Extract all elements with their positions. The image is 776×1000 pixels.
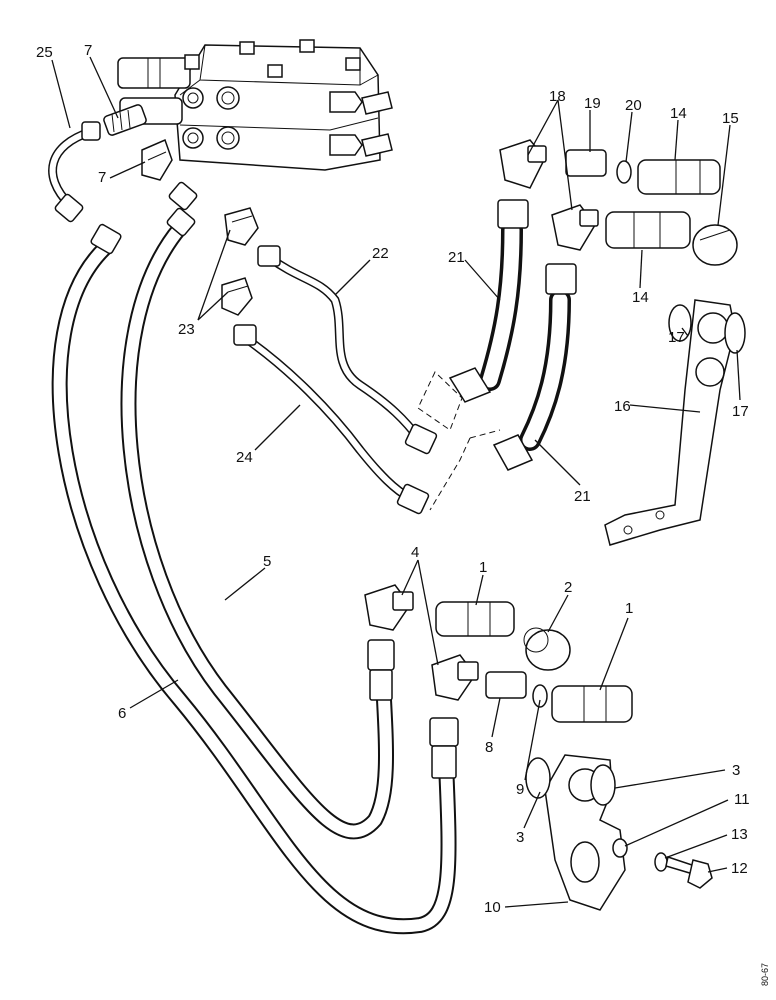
dust-cap-2 xyxy=(523,627,571,671)
leader-lines xyxy=(51,56,741,908)
coupler-1-upper xyxy=(435,601,515,637)
seal-17-right xyxy=(724,312,746,354)
coupler-14-upper xyxy=(637,159,721,195)
label-7-upper: 7 xyxy=(84,42,92,59)
coupler-14-lower xyxy=(605,211,691,249)
adapter-8 xyxy=(485,671,527,699)
elbow-18-upper xyxy=(499,139,547,189)
label-23: 23 xyxy=(178,321,195,338)
washer-11 xyxy=(612,838,628,858)
label-9: 9 xyxy=(516,781,524,798)
elbow-4-upper xyxy=(364,584,414,631)
seal-3-right xyxy=(590,764,616,806)
seal-9 xyxy=(532,684,548,708)
elbow-7-upper xyxy=(103,104,147,136)
pipe-22 xyxy=(257,245,438,455)
elbow-23-upper xyxy=(224,207,259,246)
label-17-right: 17 xyxy=(732,403,749,420)
label-16: 16 xyxy=(614,398,631,415)
label-11: 11 xyxy=(734,791,750,808)
elbow-23-lower xyxy=(221,277,253,316)
washer-13 xyxy=(654,852,668,872)
elbow-18-lower xyxy=(551,204,599,251)
label-4: 4 xyxy=(411,544,419,561)
label-18: 18 xyxy=(549,88,566,105)
label-13: 13 xyxy=(731,826,748,843)
adapter-19 xyxy=(565,149,607,177)
elbow-7-lower xyxy=(141,138,173,181)
label-15: 15 xyxy=(722,110,739,127)
drawing-code: 80-67 xyxy=(760,963,770,986)
label-25: 25 xyxy=(36,44,53,61)
seal-3-left xyxy=(525,757,551,799)
label-8: 8 xyxy=(485,739,493,756)
bolt-12 xyxy=(665,856,713,889)
hose-21-right xyxy=(492,263,577,471)
label-20: 20 xyxy=(625,97,642,114)
label-19: 19 xyxy=(584,95,601,112)
label-2: 2 xyxy=(564,579,572,596)
label-22: 22 xyxy=(372,245,389,262)
label-17-left: 17 xyxy=(668,329,685,346)
fitting-25 xyxy=(48,121,101,223)
label-6: 6 xyxy=(118,705,126,722)
hose-5 xyxy=(120,220,394,840)
hose-6 xyxy=(51,240,457,935)
label-12: 12 xyxy=(731,860,748,877)
label-1-upper: 1 xyxy=(479,559,487,576)
label-10: 10 xyxy=(484,899,501,916)
label-3-left: 3 xyxy=(516,829,524,846)
label-21-upper: 21 xyxy=(448,249,465,266)
label-14-lower: 14 xyxy=(632,289,649,306)
elbow-4-lower xyxy=(431,654,479,701)
pipe-24 xyxy=(233,324,430,515)
label-21-lower: 21 xyxy=(574,488,591,505)
dust-cap-15 xyxy=(692,224,738,266)
hose-21-left xyxy=(448,199,529,403)
label-1-lower: 1 xyxy=(625,600,633,617)
part-labels: 25 7 7 18 19 20 14 15 14 21 21 17 17 16 … xyxy=(36,42,750,916)
label-7-lower: 7 xyxy=(98,169,106,186)
label-14-upper: 14 xyxy=(670,105,687,122)
seal-20 xyxy=(616,160,632,184)
label-3-right: 3 xyxy=(732,762,740,779)
label-5: 5 xyxy=(263,553,271,570)
coupler-1-lower xyxy=(551,685,633,723)
label-24: 24 xyxy=(236,449,253,466)
